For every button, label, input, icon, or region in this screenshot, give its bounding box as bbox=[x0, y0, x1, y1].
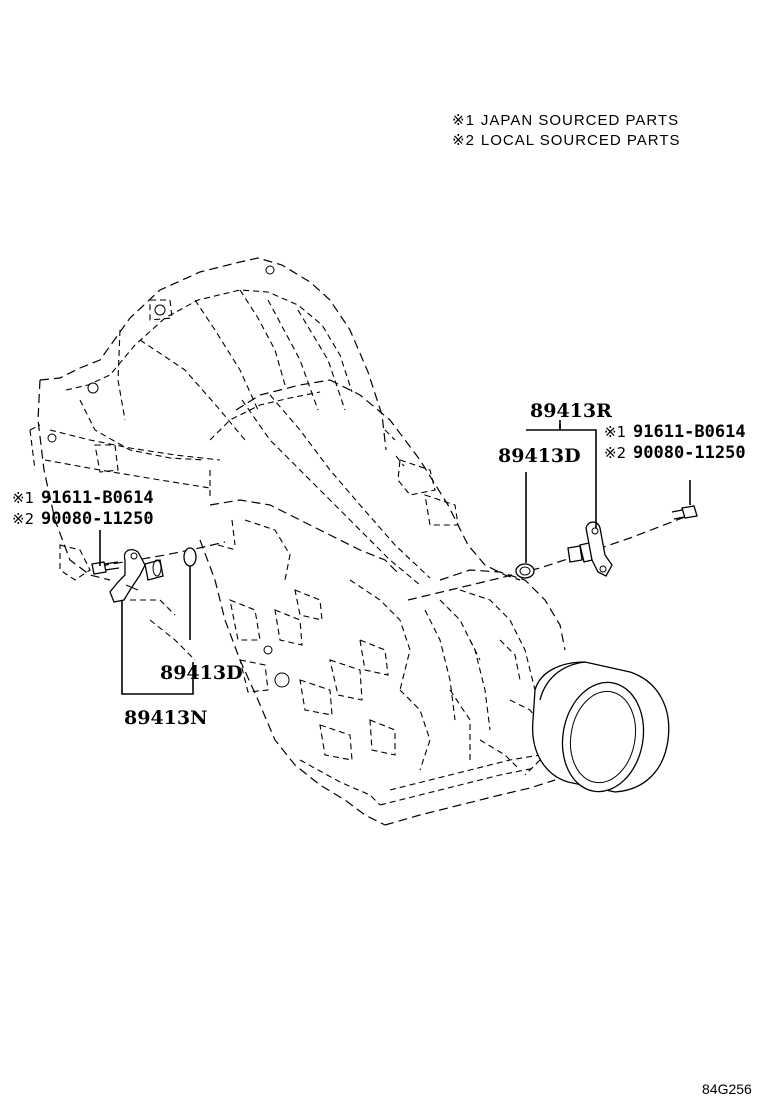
output-flange bbox=[531, 661, 670, 793]
right-oring-icon bbox=[515, 563, 535, 579]
left-speed-sensor-icon bbox=[109, 549, 164, 603]
left-sensor-assembly: ※1 91611-B0614 ※2 90080-11250 89413D 894… bbox=[12, 488, 243, 729]
left-assembly-part: 89413N bbox=[124, 707, 207, 729]
transmission-housing bbox=[29, 257, 670, 826]
right-bolt-icon bbox=[671, 505, 698, 520]
right-speed-sensor-icon bbox=[567, 521, 613, 577]
right-sensor-1-part: 91611-B0614 bbox=[633, 422, 746, 442]
left-oring-icon bbox=[183, 547, 197, 567]
left-sensor-2-mark: ※2 bbox=[12, 510, 34, 528]
left-sensor-2-part: 90080-11250 bbox=[41, 509, 154, 529]
right-sensor-2-mark: ※2 bbox=[604, 444, 626, 462]
right-sensor-1-mark: ※1 bbox=[604, 423, 626, 441]
left-oring-part: 89413D bbox=[160, 662, 243, 684]
right-assembly-part: 89413R bbox=[530, 400, 612, 422]
diagram-code: 84G256 bbox=[702, 1081, 752, 1097]
right-sensor-assembly: 89413R 89413D ※1 91611-B0614 ※2 90080-11… bbox=[407, 400, 746, 601]
left-sensor-1-part: 91611-B0614 bbox=[41, 488, 154, 508]
right-sensor-2-part: 90080-11250 bbox=[633, 443, 746, 463]
right-oring-part: 89413D bbox=[498, 445, 581, 467]
left-sensor-1-mark: ※1 bbox=[12, 489, 34, 507]
